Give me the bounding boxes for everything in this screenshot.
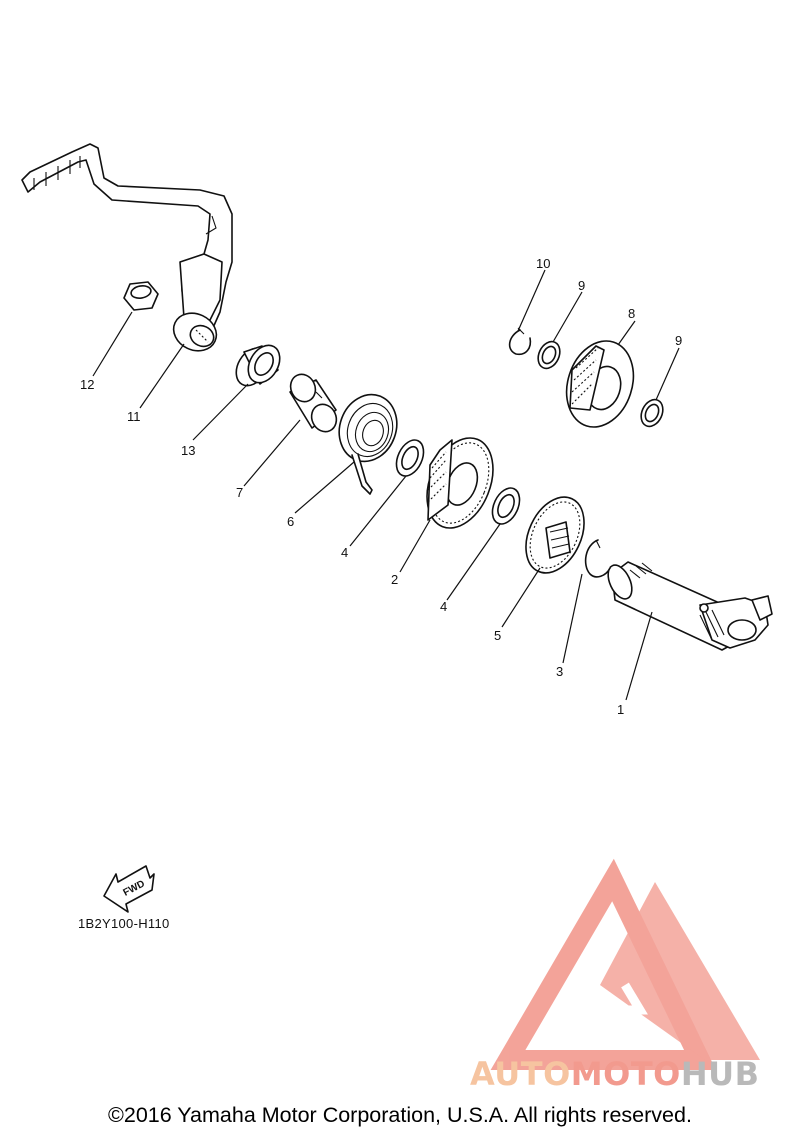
part-kick-axle: [607, 561, 773, 651]
part-washer-left: [395, 439, 425, 477]
fwd-arrow-icon: FWD: [103, 865, 155, 913]
part-spring-guide: [289, 373, 338, 433]
logo-text-auto: AUTO: [470, 1055, 571, 1093]
part-circlip-10: [508, 327, 532, 356]
logo-text-moto: MOTO: [570, 1055, 681, 1093]
part-washer-9-lower: [640, 398, 664, 428]
callout-8: 8: [628, 306, 635, 321]
callout-12: 12: [80, 377, 94, 392]
diagram-code: 1B2Y100-H110: [78, 916, 170, 931]
callout-4-left: 4: [341, 545, 348, 560]
part-torsion-spring: [338, 393, 398, 495]
part-washer-right: [491, 487, 521, 525]
callout-6: 6: [287, 514, 294, 529]
callout-5: 5: [494, 628, 501, 643]
callout-4-right: 4: [440, 599, 447, 614]
part-nut: [123, 281, 159, 311]
callout-13: 13: [181, 443, 195, 458]
logo-text-hub: HUB: [680, 1055, 760, 1093]
callout-1: 1: [617, 702, 624, 717]
leader-lines: [92, 269, 680, 701]
watermark-logo-text: AUTOMOTOHUB: [470, 1056, 792, 1092]
callout-9-lower: 9: [675, 333, 682, 348]
callout-10: 10: [536, 256, 550, 271]
callout-7: 7: [236, 485, 243, 500]
callout-3: 3: [556, 664, 563, 679]
watermark-logo: [490, 858, 760, 1070]
callout-labels: 1 2 3 4 4 5 6 7 8 9 9 10 11 12 13: [80, 256, 682, 717]
part-kick-gear: [426, 437, 494, 529]
part-ratchet: [525, 496, 585, 574]
part-idler-gear: [565, 340, 635, 428]
part-washer-9-upper: [537, 340, 561, 370]
part-circlip: [584, 539, 611, 578]
copyright-notice: ©2016 Yamaha Motor Corporation, U.S.A. A…: [108, 1103, 692, 1127]
part-kick-crank: [21, 143, 233, 352]
callout-9-upper: 9: [578, 278, 585, 293]
callout-11: 11: [127, 409, 141, 424]
callout-2: 2: [391, 572, 398, 587]
part-bearing: [235, 344, 281, 387]
